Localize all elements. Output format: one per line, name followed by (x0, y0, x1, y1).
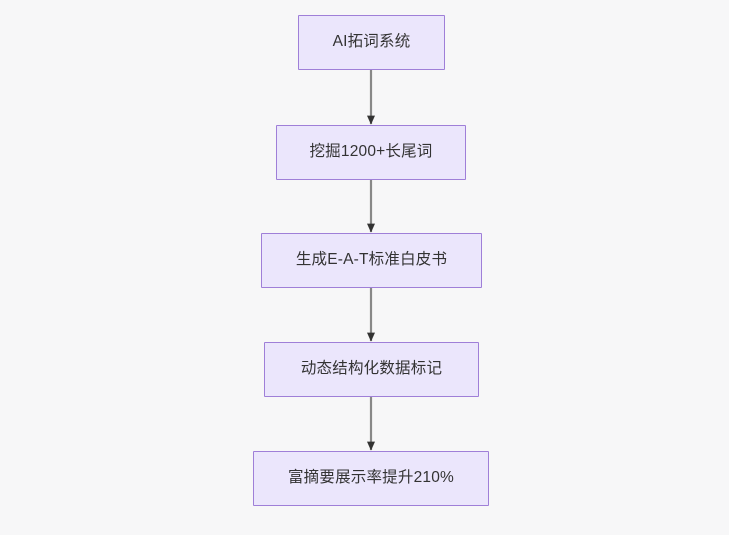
flow-node-dynamic-structured-data-markup[interactable]: 动态结构化数据标记 (264, 342, 479, 397)
flow-node-label: 生成E-A-T标准白皮书 (295, 251, 448, 269)
flow-node-label: 富摘要展示率提升210% (287, 469, 455, 487)
flow-node-label: 动态结构化数据标记 (300, 360, 443, 378)
flow-node-generate-eat-whitepaper[interactable]: 生成E-A-T标准白皮书 (261, 233, 482, 288)
flow-node-ai-keyword-system[interactable]: AI拓词系统 (298, 15, 445, 70)
flow-node-mine-longtail-keywords[interactable]: 挖掘1200+长尾词 (276, 125, 466, 180)
flow-node-label: 挖掘1200+长尾词 (309, 143, 433, 161)
flow-node-rich-snippet-impression-lift[interactable]: 富摘要展示率提升210% (253, 451, 489, 506)
flow-node-label: AI拓词系统 (332, 33, 411, 51)
